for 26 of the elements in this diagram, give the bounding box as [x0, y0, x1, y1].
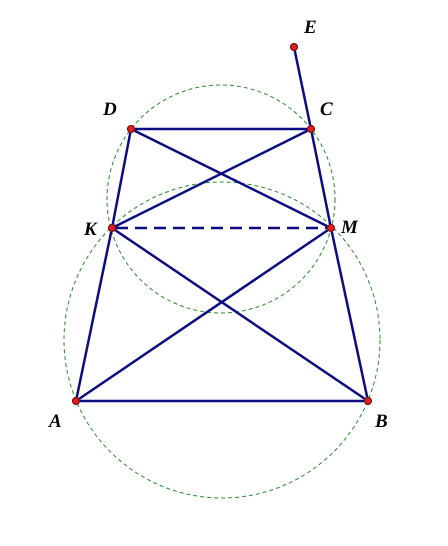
line-segment: [116, 226, 327, 230]
point: [108, 224, 116, 232]
line-segment: [310, 132, 332, 224]
line-segment: [112, 132, 132, 224]
point-label: B: [375, 412, 388, 432]
point-label: K: [84, 220, 97, 240]
point-label: C: [320, 100, 333, 120]
line-segment: [114, 229, 366, 400]
point-label: M: [341, 218, 358, 238]
line-segment: [294, 50, 312, 126]
line-segment: [78, 229, 328, 400]
line-segment: [76, 232, 112, 398]
line-segment: [115, 130, 308, 228]
line-segment: [330, 232, 368, 398]
point: [72, 397, 80, 405]
point: [364, 397, 372, 405]
point: [307, 125, 315, 133]
point: [127, 125, 135, 133]
point-label: E: [304, 18, 317, 38]
line-segment: [134, 130, 328, 228]
point: [327, 224, 335, 232]
line-segment: [135, 128, 307, 130]
point-label: D: [103, 100, 117, 120]
point: [290, 43, 298, 51]
point-label: A: [49, 412, 62, 432]
line-segment: [80, 400, 364, 402]
